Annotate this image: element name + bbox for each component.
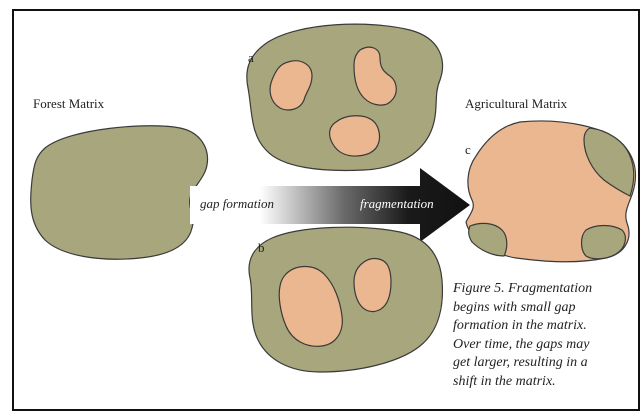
panel-c-label: c [465,142,471,158]
patch-c-forest-bottom-right [582,226,626,259]
agricultural-matrix-label: Agricultural Matrix [465,96,567,112]
caption-line: shift in the matrix. [453,373,633,392]
caption-line: get larger, resulting in a [453,354,633,373]
panel-a-label: a [248,50,254,66]
fragmentation-label: fragmentation [360,196,434,212]
forest-matrix-label: Forest Matrix [33,96,104,112]
forest-matrix-patch [31,126,208,259]
panel-b-label: b [258,240,265,256]
caption-line: begins with small gap [453,299,633,318]
caption-line: Figure 5. Fragmentation [453,280,633,299]
patch-b-gap-right [354,259,391,312]
caption-line: formation in the matrix. [453,317,633,336]
caption-line: Over time, the gaps may [453,336,633,355]
patch-a-gap-bottom [330,116,380,156]
patch-b-forest [249,227,442,372]
figure-caption: Figure 5. Fragmentation begins with smal… [453,280,633,392]
gap-formation-label: gap formation [200,196,274,212]
